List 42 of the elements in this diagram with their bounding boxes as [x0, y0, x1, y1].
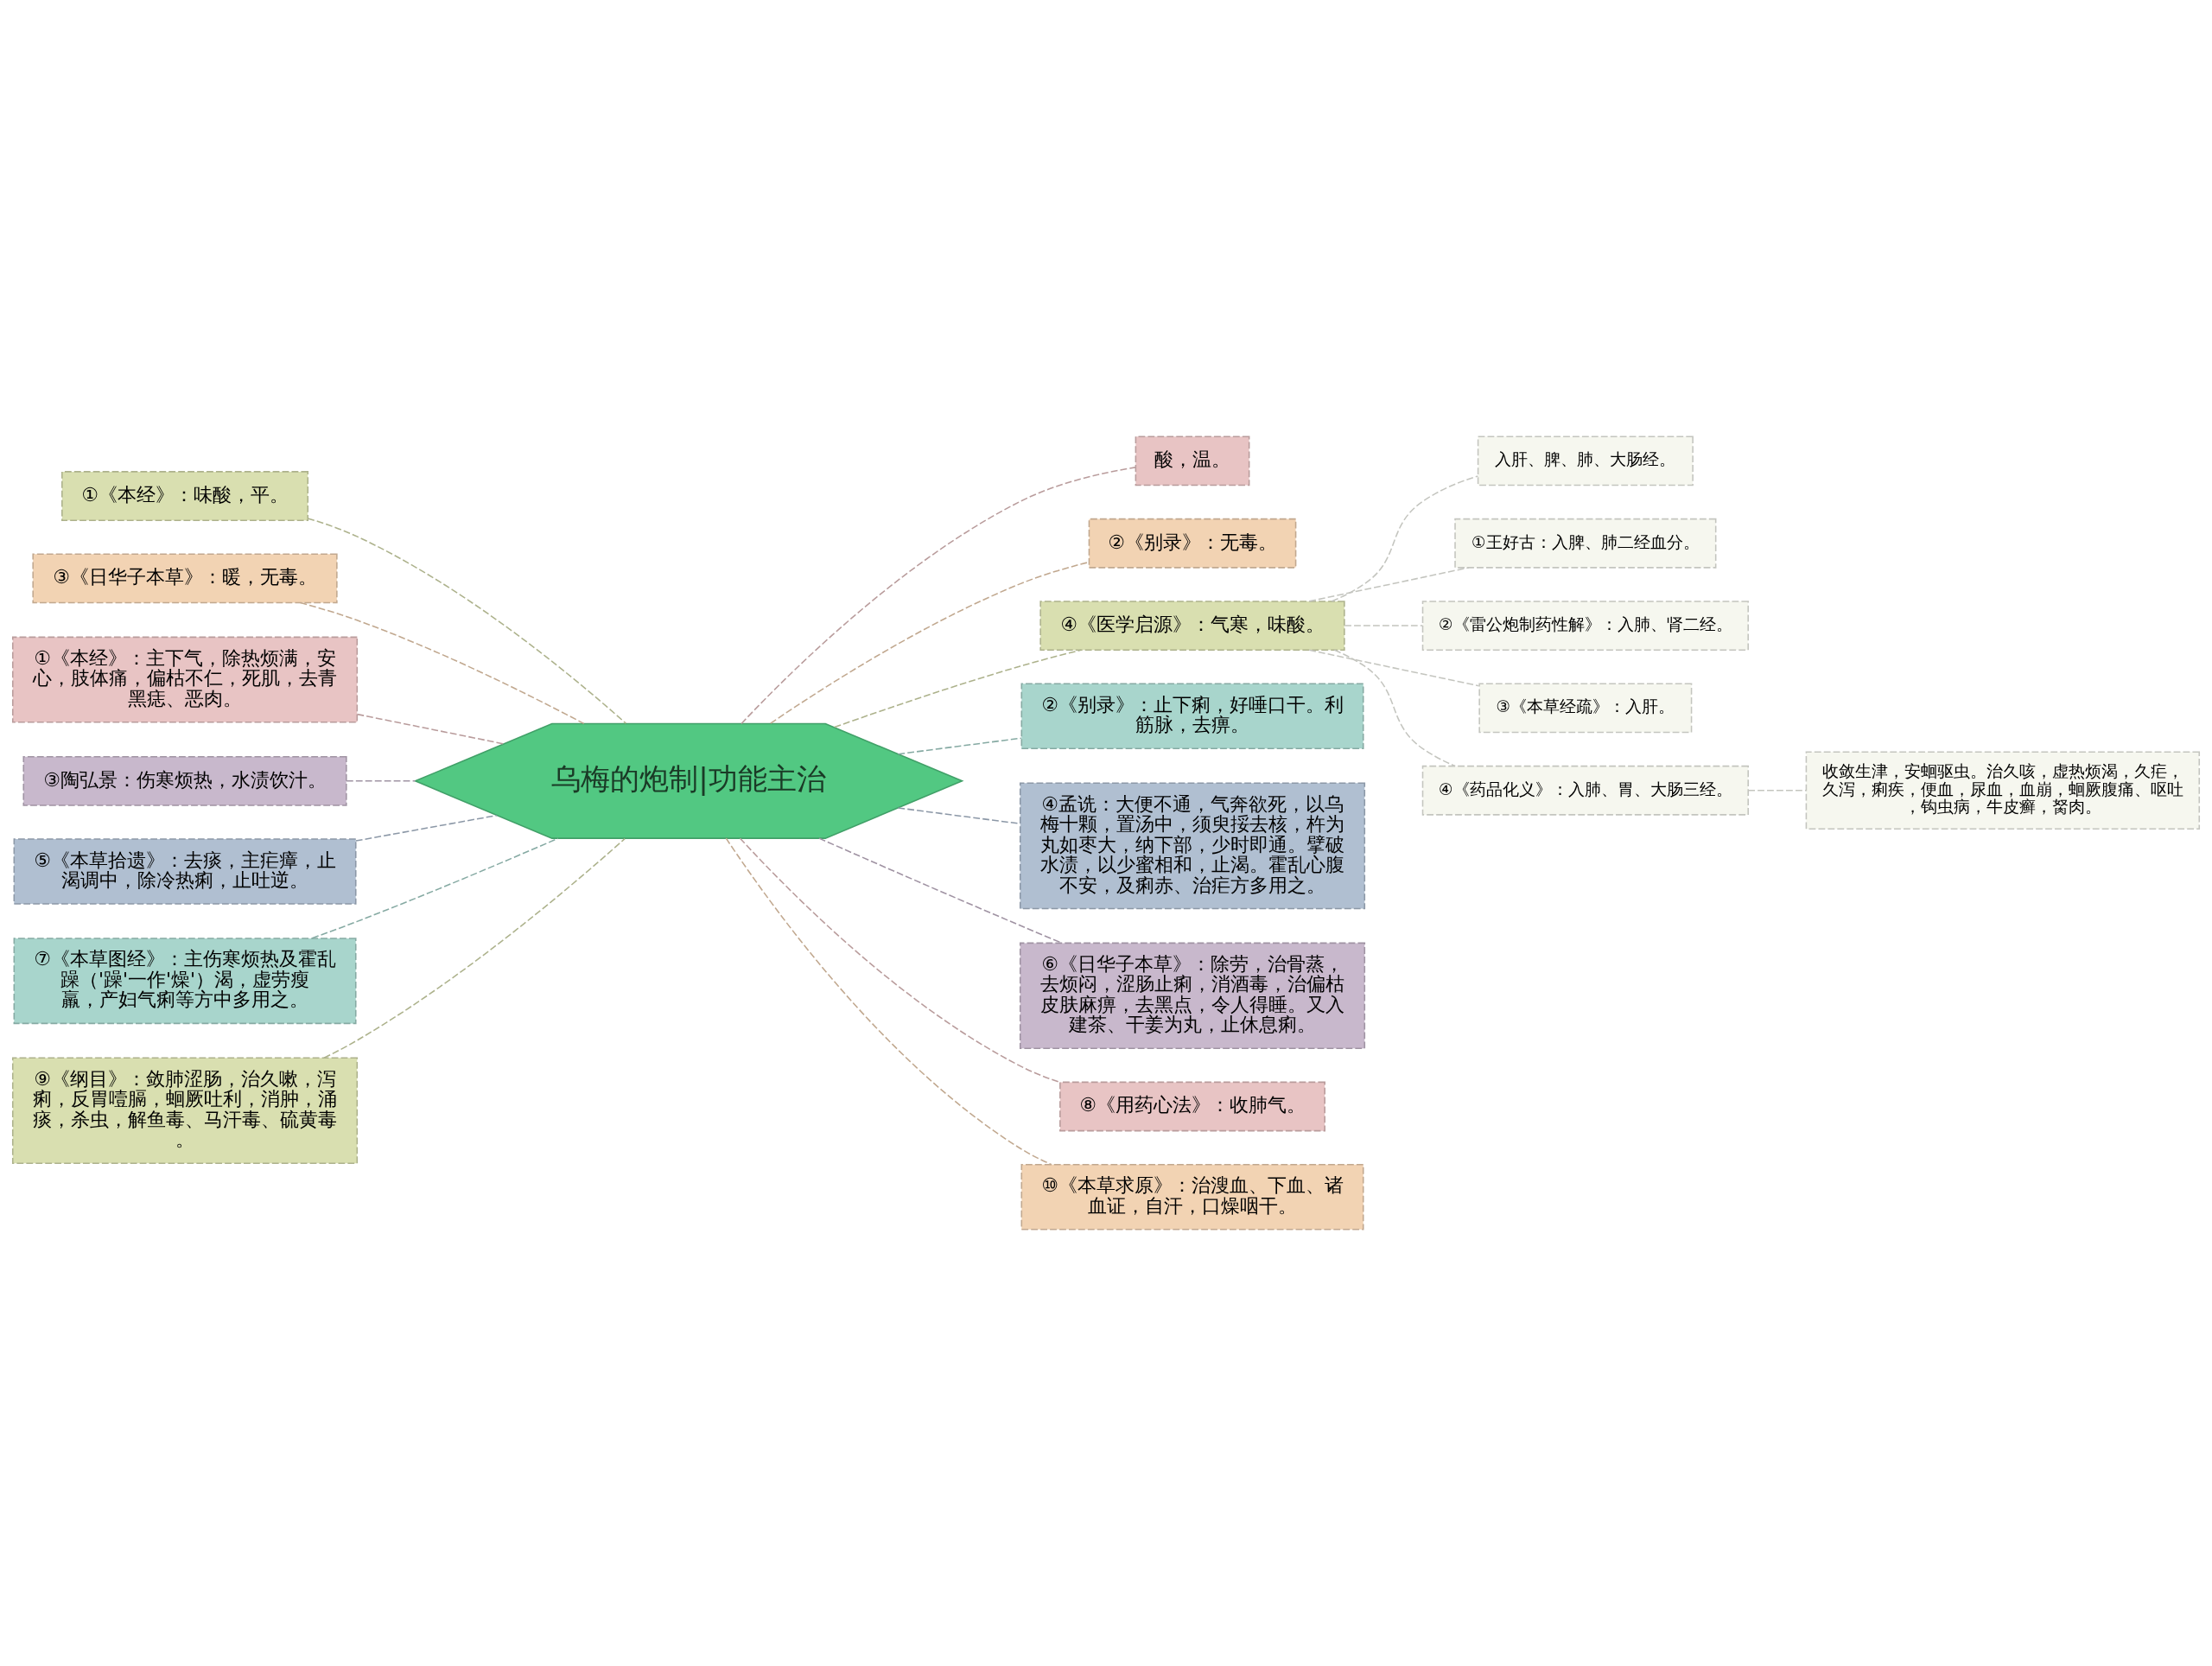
- node-box: 入肝、脾、肺、大肠经。: [1477, 436, 1694, 486]
- connector: [769, 561, 1090, 724]
- node-box: ⑩《本草求原》：治溲血、下血、诸血证，自汗，口燥咽干。: [1020, 1163, 1364, 1230]
- connector: [1333, 649, 1456, 767]
- connector: [1308, 567, 1470, 602]
- node-box: ③陶弘景：伤寒烦热，水渍饮汁。: [22, 755, 347, 806]
- node-box: ③《日华子本草》：暖，无毒。: [32, 553, 338, 604]
- node-box: 酸，温。: [1135, 436, 1250, 486]
- connector: [311, 837, 559, 939]
- connector: [1331, 475, 1479, 602]
- connector: [741, 467, 1136, 725]
- node-box: ②《雷公炮制药性解》：入肺、肾二经。: [1421, 601, 1749, 651]
- connector: [323, 837, 626, 1059]
- node-box: ③《本草经疏》：入肝。: [1478, 683, 1693, 734]
- node-box: 收敛生津，安蛔驱虫。治久咳，虚热烦渴，久疟，久泻，痢疾，便血，尿血，血崩，蛔厥腹痛、呕吐，钩虫病，牛皮癣，胬肉。: [1805, 751, 2201, 830]
- connector: [299, 601, 585, 725]
- connector: [1308, 649, 1480, 687]
- node-box: ②《别录》：止下痢，好唾口干。利筋脉，去痹。: [1020, 683, 1364, 750]
- connector: [725, 837, 1052, 1166]
- node-box: ①《本经》：味酸，平。: [61, 471, 309, 521]
- node-box: ⑨《纲目》：敛肺涩肠，治久嗽，泻痢，反胃噎膈，蛔厥吐利，消肿，涌痰，杀虫，解鱼毒、马汗毒、硫黄毒。: [11, 1057, 359, 1164]
- connector: [897, 807, 1021, 825]
- node-box: ⑧《用药心法》：收肺气。: [1059, 1081, 1325, 1132]
- connector: [897, 737, 1022, 755]
- node-box: ⑥《日华子本草》：除劳，治骨蒸，去烦闷，涩肠止痢，消酒毒，治偏枯皮肤麻痹，去黑点，令人得睡。又入建茶、干姜为丸，止休息痢。: [1019, 942, 1366, 1050]
- connector: [346, 780, 416, 782]
- node-box: ④《医学启源》：气寒，味酸。: [1039, 601, 1345, 651]
- connector: [739, 837, 1061, 1084]
- connector: [818, 837, 1063, 944]
- connector: [834, 649, 1082, 728]
- node-box: ②《别录》：无毒。: [1088, 518, 1297, 569]
- node-box: ⑤《本草拾遗》：去痰，主疟瘴，止渴调中，除冷热痢，止吐逆。: [13, 838, 357, 905]
- node-box: ⑦《本草图经》：主伤寒烦热及霍乱躁（'躁'一作'燥'）渴，虚劳瘦羸，产妇气痢等方中多用之。: [13, 938, 357, 1025]
- node-box: ①王好古：入脾、肺二经血分。: [1454, 518, 1717, 569]
- node-box: ④《药品化义》：入肺、胃、大肠三经。: [1421, 765, 1749, 816]
- connector: [355, 814, 498, 842]
- connector: [356, 713, 505, 745]
- node-box: ④孟诜：大便不通，气奔欲死，以乌梅十颗，置汤中，须臾挼去核，杵为丸如枣大，纳下部，少时即通。擘破水渍，以少蜜相和，止渴。霍乱心腹不安，及痢赤、治疟方多用之。: [1019, 782, 1366, 910]
- connector: [307, 518, 627, 724]
- connector: [1344, 625, 1424, 626]
- node-box: ①《本经》：主下气，除热烦满，安心，肢体痛，偏枯不仁，死肌，去青黑痣、恶肉。: [11, 636, 359, 723]
- connector: [1747, 790, 1808, 792]
